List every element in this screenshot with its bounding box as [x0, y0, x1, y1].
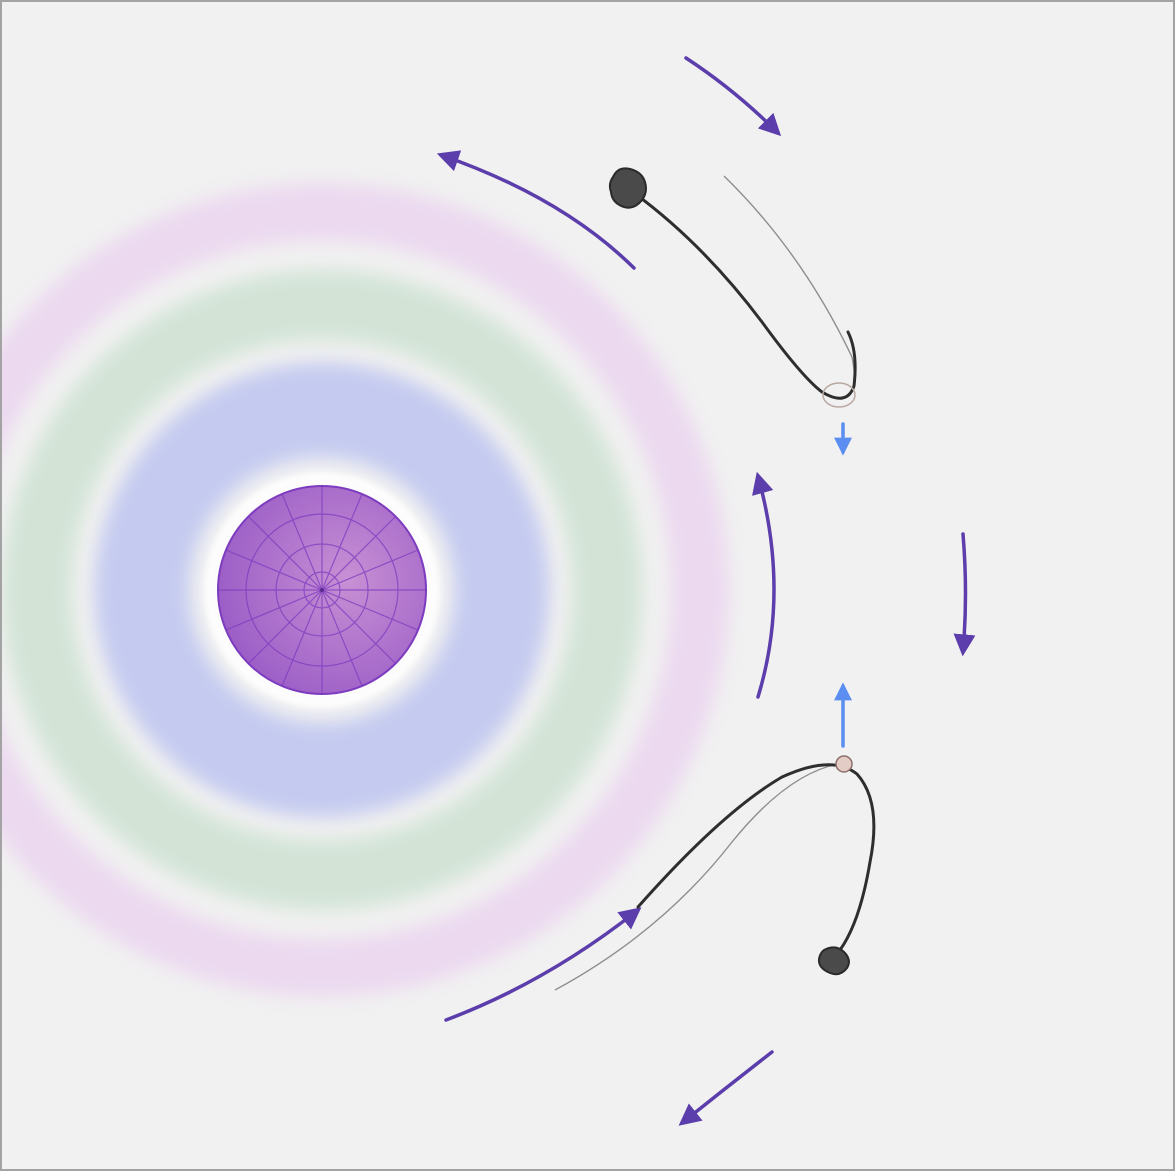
- upper-comet-ion-tail: [628, 188, 857, 400]
- lower-comet: [554, 755, 876, 991]
- lower-comet-dust-tail: [554, 763, 839, 991]
- upper-comet-nucleus: [608, 167, 647, 209]
- lower-comet-nucleus: [817, 946, 850, 976]
- planet-pole: [320, 588, 324, 592]
- upper-comet-coma: [822, 382, 856, 408]
- upper-comet-dust-tail: [723, 175, 856, 398]
- flow-arrow-top-left: [436, 150, 636, 270]
- inner-zone: [94, 362, 550, 818]
- flow-arrow-middle-up: [752, 471, 776, 699]
- outer-zone: [2, 183, 729, 997]
- lower-comet-ion-tail: [636, 763, 876, 952]
- lower-comet-coma: [835, 755, 853, 773]
- upper-comet: [608, 167, 857, 408]
- flow-arrow-right-down: [953, 532, 976, 657]
- flow-arrow-bottom-up: [444, 907, 642, 1022]
- planet: [217, 485, 427, 695]
- middle-zone: [2, 270, 642, 910]
- flow-arrow-top-right: [684, 56, 782, 137]
- flow-arrow-bottom-left: [678, 1050, 774, 1126]
- flow-arrows: [436, 56, 976, 1126]
